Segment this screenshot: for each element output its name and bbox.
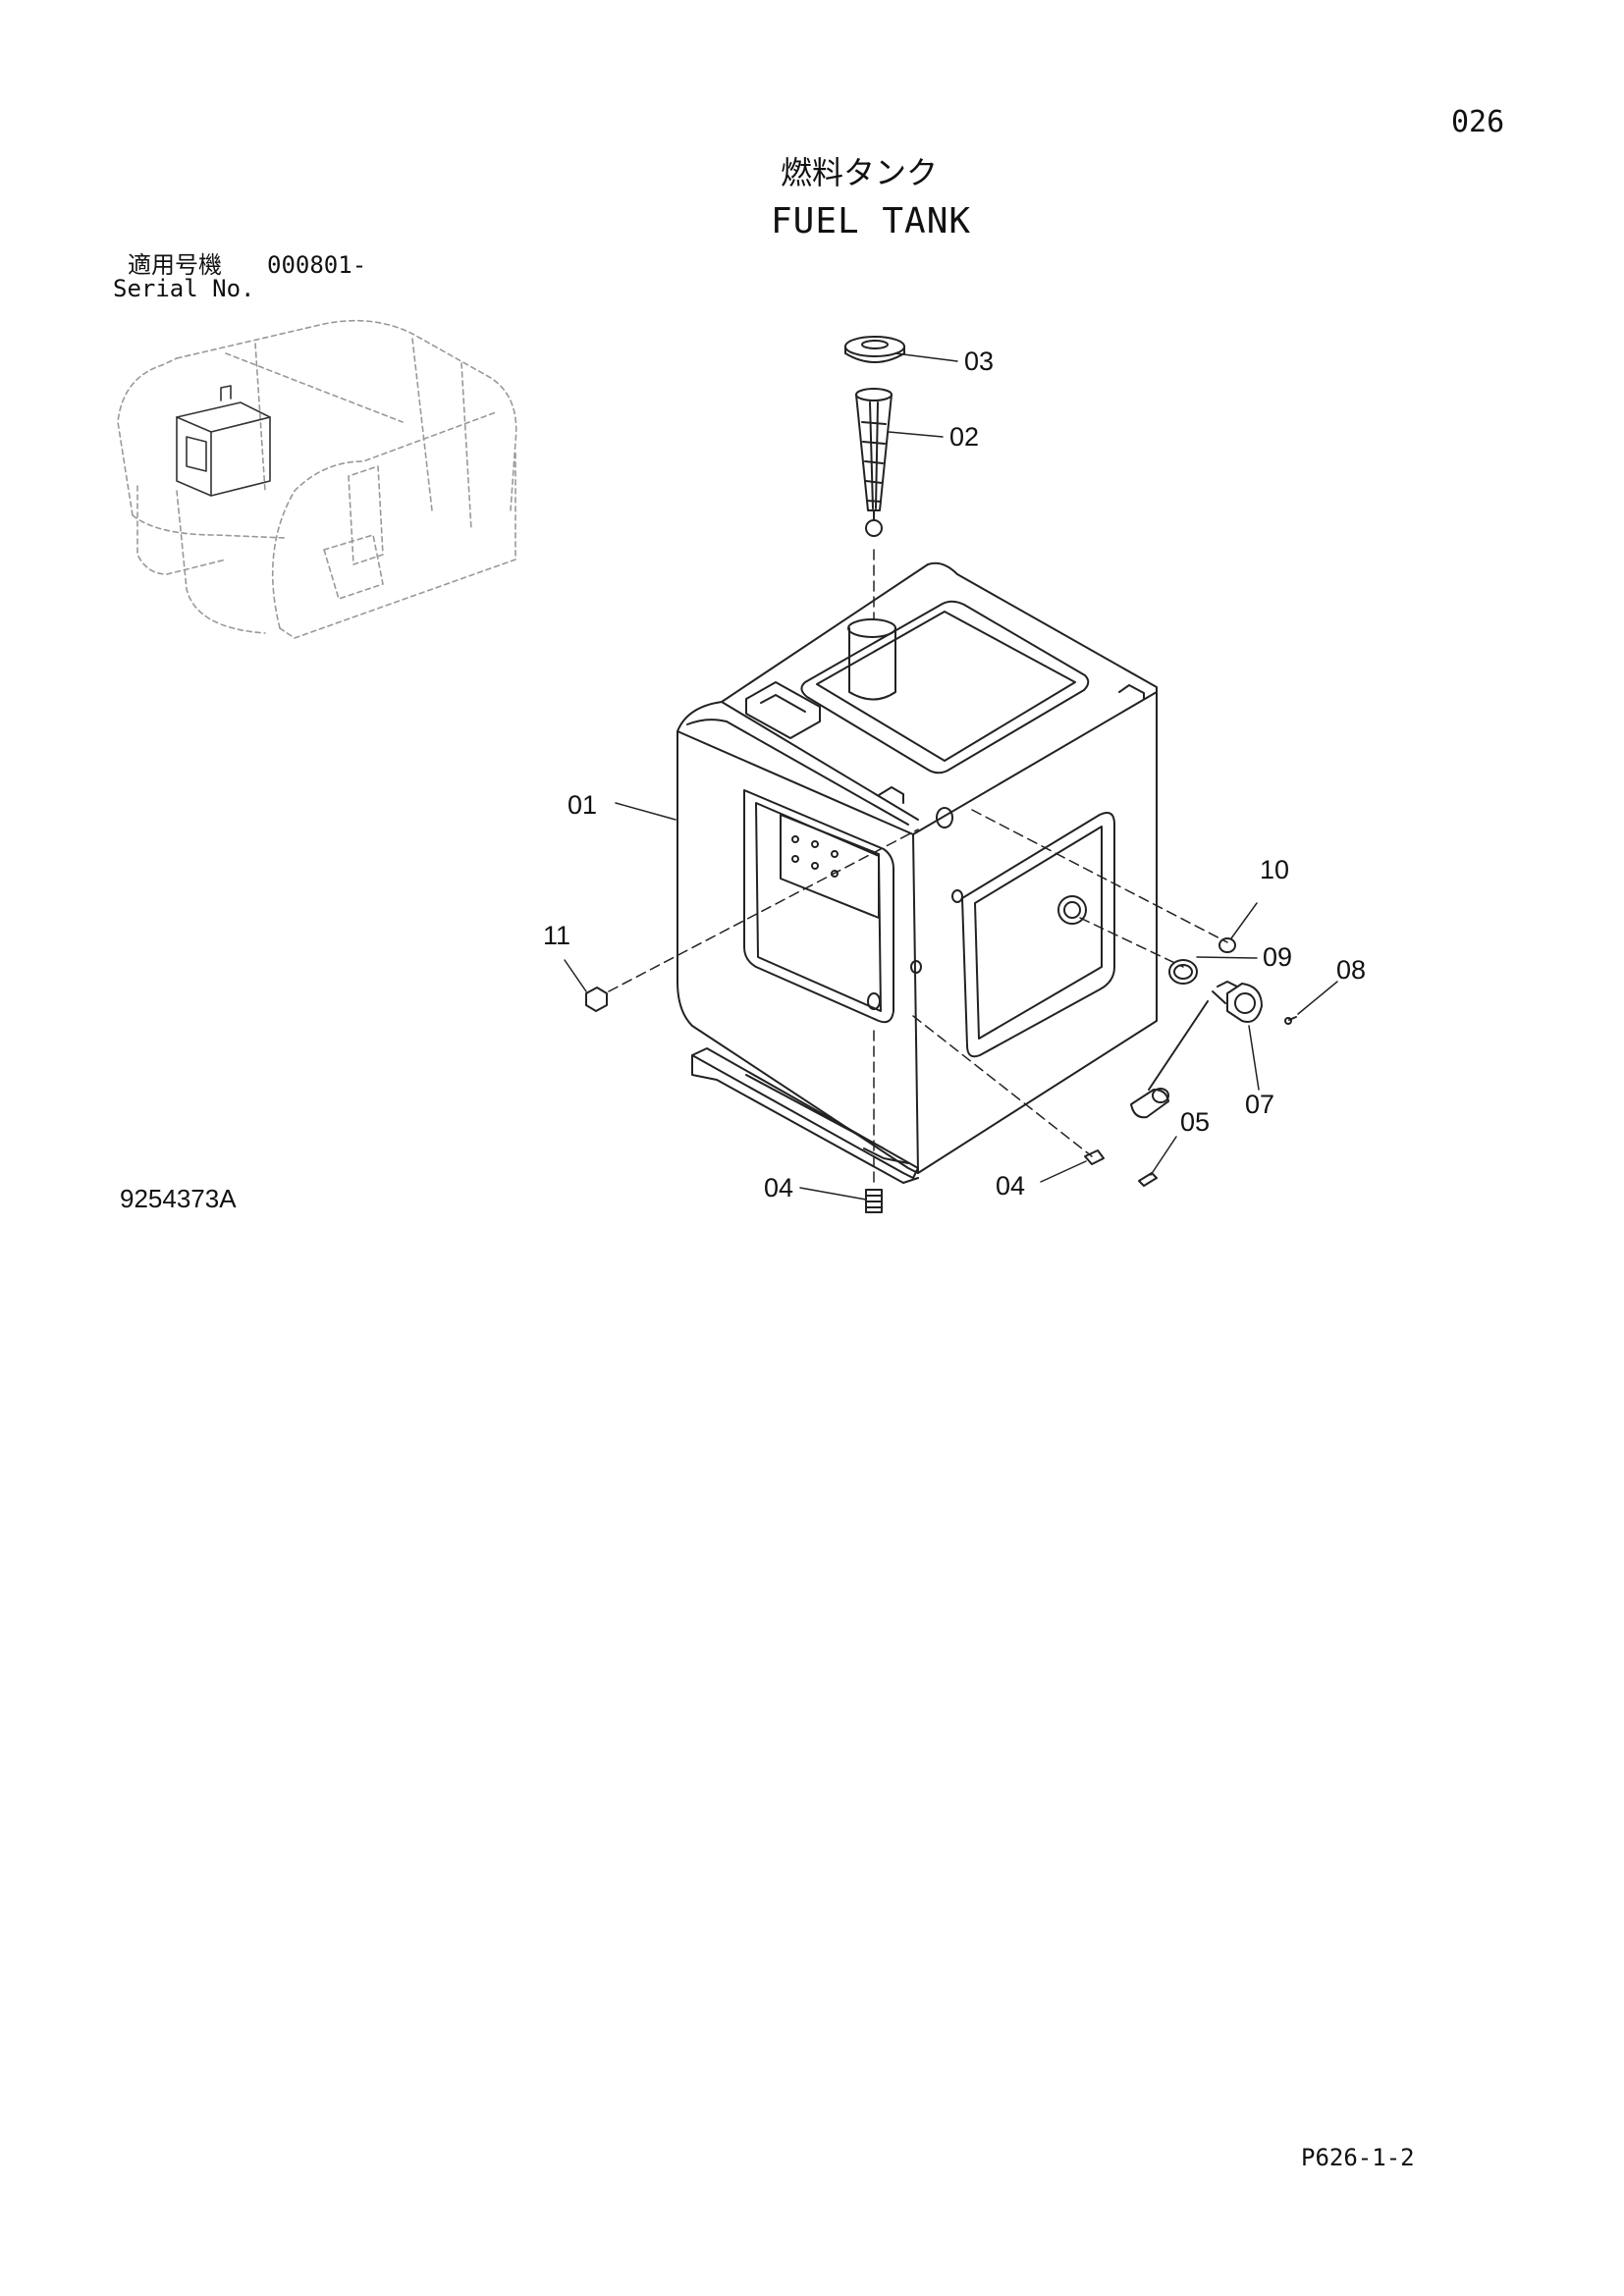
location-key-tank bbox=[176, 385, 271, 497]
fuel-tank bbox=[677, 561, 1158, 1184]
callout-04-right: 04 bbox=[996, 1171, 1026, 1201]
assembly-lines bbox=[608, 809, 1228, 1189]
small-parts bbox=[585, 937, 1297, 1213]
callout-09: 09 bbox=[1263, 942, 1293, 972]
leader-lines bbox=[564, 352, 1338, 1201]
callout-11: 11 bbox=[543, 921, 571, 950]
serial-label-japanese: 適用号機 bbox=[128, 251, 222, 279]
callout-05: 05 bbox=[1180, 1107, 1211, 1137]
location-key-sketch bbox=[117, 319, 517, 639]
callout-03: 03 bbox=[964, 347, 995, 376]
title-english: FUEL TANK bbox=[771, 201, 972, 241]
serial-label-english: Serial No. bbox=[113, 275, 255, 302]
filler-cap bbox=[844, 336, 905, 363]
callout-08: 08 bbox=[1336, 955, 1367, 985]
callout-07: 07 bbox=[1245, 1090, 1275, 1119]
callout-01: 01 bbox=[568, 790, 598, 820]
callout-04-bottom: 04 bbox=[764, 1173, 794, 1202]
page-number: 026 bbox=[1451, 105, 1505, 139]
drawing-number: 9254373A bbox=[120, 1184, 237, 1213]
callout-02: 02 bbox=[949, 422, 980, 452]
title-japanese: 燃料タンク bbox=[781, 154, 939, 191]
serial-value: 000801- bbox=[267, 251, 367, 279]
callout-10: 10 bbox=[1260, 855, 1290, 884]
fuel-strainer bbox=[855, 388, 893, 537]
sheet-reference: P626-1-2 bbox=[1301, 2144, 1415, 2171]
